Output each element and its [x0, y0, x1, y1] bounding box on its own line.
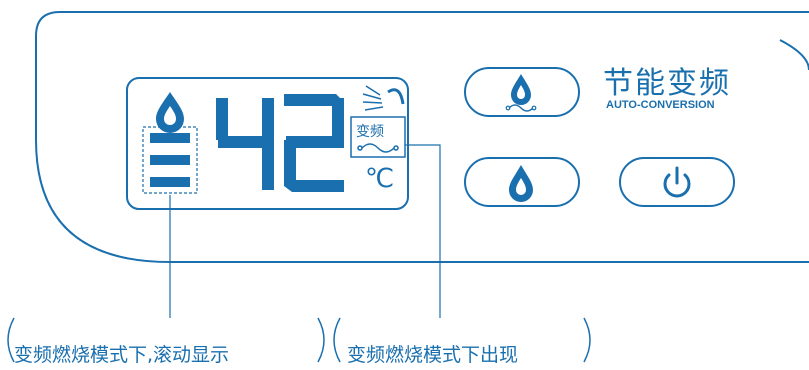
right-callout-caption: 变频燃烧模式下出现 — [347, 344, 519, 366]
scroll-bar-indicator — [142, 126, 198, 194]
caption-left-open-paren — [7, 317, 15, 363]
shower-icon — [362, 85, 405, 111]
brand-title: 节能变频 — [603, 66, 731, 101]
power-button[interactable] — [619, 157, 735, 207]
temperature-digits — [216, 94, 344, 192]
caption-right-open-paren — [333, 317, 341, 363]
panel-right-curve — [779, 39, 809, 71]
brand-subtitle: AUTO-CONVERSION — [606, 99, 715, 111]
lcd-display-frame — [126, 77, 409, 210]
mode-badge-label: 变频 — [356, 124, 384, 140]
caption-right-close-paren — [583, 317, 591, 363]
left-callout-caption: 变频燃烧模式下,滚动显示 — [14, 344, 230, 366]
temperature-unit: ℃ — [365, 163, 395, 193]
scroll-bar — [150, 177, 190, 187]
mode-badge-box — [350, 116, 406, 158]
flame-button[interactable] — [464, 157, 580, 207]
flame-icon — [509, 165, 533, 202]
callout-line-right — [405, 144, 441, 318]
variable-frequency-button[interactable] — [464, 67, 580, 117]
panel-outline — [35, 11, 809, 263]
flame-icon — [156, 92, 184, 133]
scroll-bar — [150, 155, 190, 165]
caption-left-close-paren — [317, 317, 325, 363]
flame-wave-icon — [505, 74, 537, 112]
wave-icon — [357, 143, 399, 153]
power-icon — [663, 166, 691, 198]
scroll-bar — [150, 133, 190, 143]
